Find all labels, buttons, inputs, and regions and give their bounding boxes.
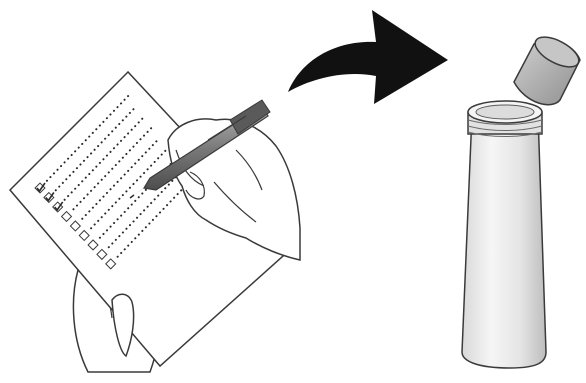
arrow-icon <box>288 10 448 104</box>
tube-icon <box>462 101 546 368</box>
cap-icon <box>514 31 583 105</box>
